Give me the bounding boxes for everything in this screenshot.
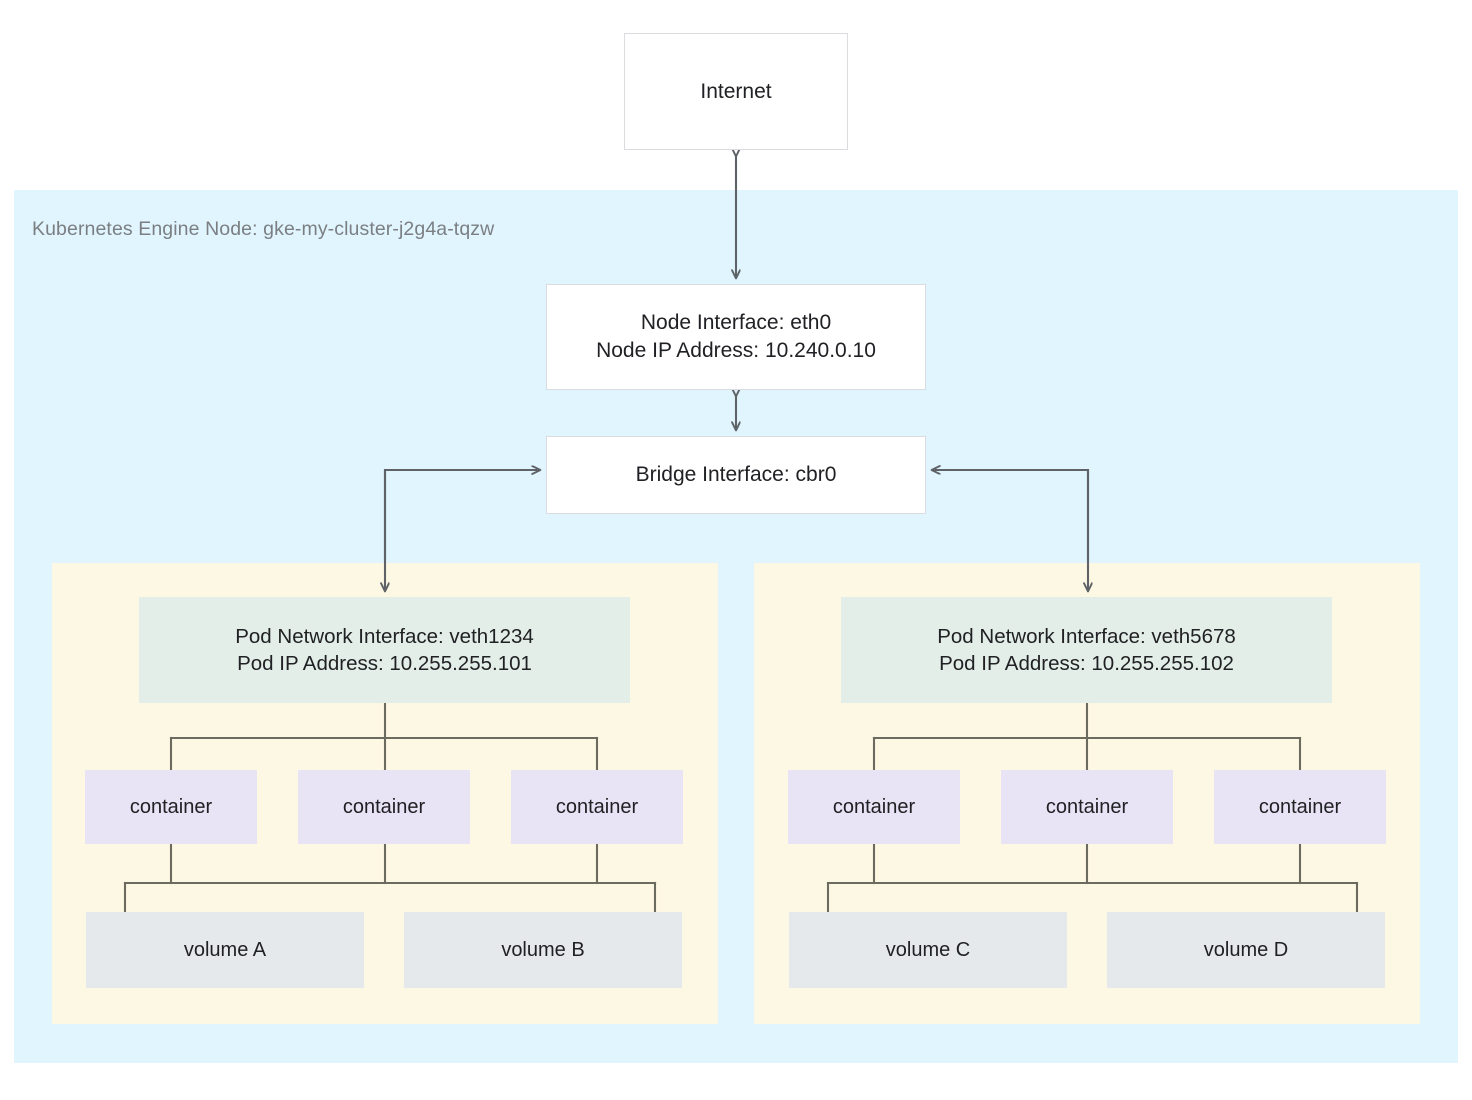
pod-left-interface-name: Pod Network Interface: veth1234 bbox=[235, 624, 534, 648]
node-ip-address: Node IP Address: 10.240.0.10 bbox=[596, 339, 876, 362]
container-label: container bbox=[832, 795, 916, 818]
pod-left-interface-box[interactable]: Pod Network Interface: veth1234 Pod IP A… bbox=[139, 597, 630, 703]
volume-label: volume A bbox=[183, 938, 267, 961]
pod-left-container-1[interactable]: container bbox=[85, 770, 257, 844]
container-label: container bbox=[555, 795, 639, 818]
volume-label: volume B bbox=[501, 938, 585, 961]
pod-right-volume-c[interactable]: volume C bbox=[789, 912, 1067, 988]
volume-label: volume C bbox=[885, 938, 971, 961]
pod-right-container-3[interactable]: container bbox=[1214, 770, 1386, 844]
pod-right-ip-address: Pod IP Address: 10.255.255.102 bbox=[939, 652, 1234, 675]
pod-right-container-2[interactable]: container bbox=[1001, 770, 1173, 844]
pod-right-interface-box[interactable]: Pod Network Interface: veth5678 Pod IP A… bbox=[841, 597, 1332, 703]
pod-left-container-3[interactable]: container bbox=[511, 770, 683, 844]
node-region-label: Kubernetes Engine Node: gke-my-cluster-j… bbox=[32, 218, 495, 240]
container-label: container bbox=[1045, 795, 1129, 818]
node-interface-name: Node Interface: eth0 bbox=[640, 311, 832, 335]
pod-left-volume-b[interactable]: volume B bbox=[404, 912, 682, 988]
pod-right-container-1[interactable]: container bbox=[788, 770, 960, 844]
container-label: container bbox=[1258, 795, 1342, 818]
pod-left-container-2[interactable]: container bbox=[298, 770, 470, 844]
pod-right-interface-name: Pod Network Interface: veth5678 bbox=[937, 624, 1236, 648]
pod-left-ip-address: Pod IP Address: 10.255.255.101 bbox=[237, 652, 532, 675]
container-label: container bbox=[342, 795, 426, 818]
pod-left-volume-a[interactable]: volume A bbox=[86, 912, 364, 988]
bridge-interface-label: Bridge Interface: cbr0 bbox=[635, 463, 837, 487]
node-interface-box[interactable]: Node Interface: eth0 Node IP Address: 10… bbox=[546, 284, 926, 390]
pod-right-volume-d[interactable]: volume D bbox=[1107, 912, 1385, 988]
container-label: container bbox=[129, 795, 213, 818]
internet-box[interactable]: Internet bbox=[624, 33, 848, 150]
bridge-interface-box[interactable]: Bridge Interface: cbr0 bbox=[546, 436, 926, 514]
internet-label: Internet bbox=[700, 79, 772, 103]
volume-label: volume D bbox=[1203, 938, 1289, 961]
